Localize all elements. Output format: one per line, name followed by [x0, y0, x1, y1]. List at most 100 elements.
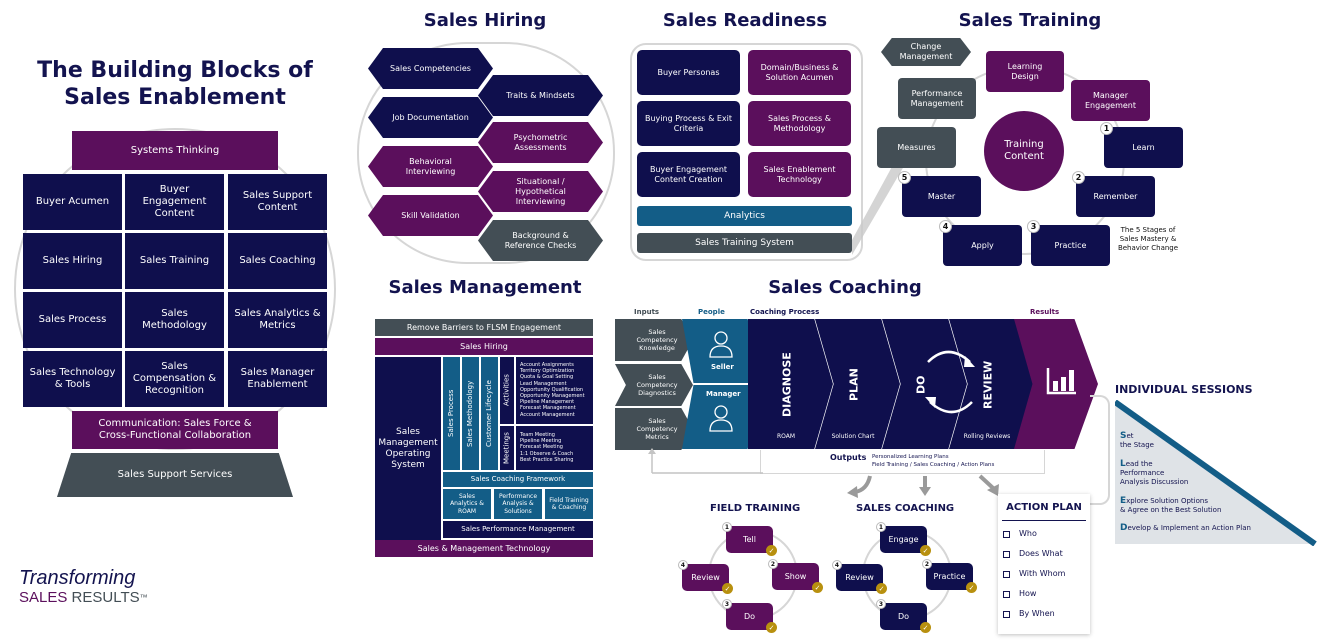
hiring-hex: Traits & Mindsets [478, 75, 603, 116]
mgmt-sub-cell: Field Training & Coaching [545, 489, 593, 519]
checkbox-icon[interactable] [1003, 611, 1010, 618]
action-plan-item: How [1019, 589, 1037, 598]
cycle-step-number: 2 [922, 559, 932, 569]
meetings-list: Team Meeting Pipeline Meeting Forecast M… [516, 426, 593, 470]
action-plan-divider [1002, 520, 1086, 521]
session-step-text: evelop & Implement an Action Plan [1127, 524, 1251, 532]
hiring-hex: Skill Validation [368, 195, 493, 236]
training-stage: Learn [1104, 127, 1183, 168]
readiness-cell: Buying Process & Exit Criteria [637, 101, 740, 146]
building-block-cell: Sales Technology & Tools [23, 351, 122, 407]
hiring-hex: Job Documentation [368, 97, 493, 138]
training-stage: Remember [1076, 176, 1155, 217]
coaching-person-label: Seller [711, 363, 734, 371]
seller-icon [709, 331, 733, 358]
building-blocks-title: The Building Blocks of Sales Enablement [37, 58, 313, 110]
change-management-block: Change Management [881, 38, 971, 66]
measures-block: Measures [877, 127, 956, 168]
operating-system-block: Sales Management Operating System [375, 357, 441, 540]
session-step: Develop & Implement an Action Plan [1120, 524, 1251, 533]
coaching-framework-bar: Sales Coaching Framework [443, 472, 593, 487]
session-step-letter: E [1120, 496, 1127, 506]
systems-thinking-block: Systems Thinking [72, 131, 278, 170]
cycle-step-number: 2 [768, 559, 778, 569]
sessions-bracket [1090, 395, 1110, 505]
manager-engagement-block: Manager Engagement [1071, 80, 1150, 121]
check-icon: ✓ [920, 545, 931, 556]
check-icon: ✓ [920, 622, 931, 633]
readiness-cell: Sales Process & Methodology [748, 101, 851, 146]
outputs-label: Outputs [830, 453, 867, 462]
people-header: People [698, 308, 725, 316]
session-step: Explore Solution Options & Agree on the … [1120, 497, 1221, 515]
mgmt-column: Customer Lifecycle [481, 357, 498, 470]
sales-management-title: Sales Management [388, 277, 582, 298]
logo-sales: SALES [19, 589, 68, 606]
coaching-step-label: REVIEW [981, 360, 995, 410]
cycle-step: Show [772, 563, 819, 590]
session-step-letter: S [1120, 431, 1127, 441]
checkbox-icon[interactable] [1003, 571, 1010, 578]
coaching-step-sub: Rolling Reviews [963, 433, 1011, 440]
logo-results: RESULTS [71, 589, 140, 606]
cycle-step-number: 3 [722, 599, 732, 609]
readiness-cell: Buyer Engagement Content Creation [637, 152, 740, 197]
sales-coaching-title: Sales Coaching [768, 277, 922, 298]
logo-line1: Transforming [19, 567, 136, 589]
training-stage: Apply [943, 225, 1022, 266]
check-icon: ✓ [766, 622, 777, 633]
session-step-letter: D [1120, 523, 1128, 533]
building-block-cell: Sales Analytics & Metrics [228, 292, 327, 348]
field-training-title: FIELD TRAINING [710, 503, 801, 514]
remove-barriers-bar: Remove Barriers to FLSM Engagement [375, 319, 593, 336]
stage-number-badge: 2 [1072, 171, 1085, 184]
activities-list: Account Assignments Territory Optimizati… [516, 357, 593, 424]
cycle-step: Practice [926, 563, 973, 590]
building-block-cell: Sales Coaching [228, 233, 327, 289]
bar-chart-icon [1046, 368, 1076, 395]
coaching-step-sub: ROAM [776, 433, 796, 440]
analytics-bar: Analytics [637, 206, 852, 226]
action-plan-card [998, 494, 1090, 634]
readiness-cell: Domain/Business & Solution Acumen [748, 50, 851, 95]
cycle-step: Tell [726, 526, 773, 553]
inputs-header: Inputs [634, 308, 660, 316]
cycle-step-number: 4 [832, 560, 842, 570]
building-block-cell: Buyer Acumen [23, 174, 122, 230]
technology-bar: Sales & Management Technology [375, 540, 593, 557]
sales-hiring-outline [357, 42, 615, 264]
checkbox-icon[interactable] [1003, 591, 1010, 598]
sessions-diagonal [1115, 400, 1317, 546]
building-blocks-circle [14, 128, 336, 450]
session-step-letter: L [1120, 459, 1126, 469]
coaching-input: Sales Competency Knowledge [615, 319, 693, 361]
action-plan-item: Who [1019, 529, 1037, 538]
building-block-cell: Sales Compensation & Recognition [125, 351, 224, 407]
building-block-cell: Sales Support Content [228, 174, 327, 230]
cycle-step-number: 1 [876, 522, 886, 532]
mgmt-column: Sales Methodology [462, 357, 479, 470]
check-icon: ✓ [812, 582, 823, 593]
coaching-input: Sales Competency Diagnostics [615, 364, 693, 406]
stage-number-badge: 5 [898, 171, 911, 184]
action-plan-item: With Whom [1019, 569, 1066, 578]
hiring-hex: Background & Reference Checks [478, 220, 603, 261]
coaching-step-label: DIAGNOSE [780, 352, 794, 418]
readiness-cell: Sales Enablement Technology [748, 152, 851, 197]
cycle-step: Engage [880, 526, 927, 553]
logo: Transforming SALES RESULTS™ [19, 567, 148, 606]
action-plan-item: Does What [1019, 549, 1063, 558]
building-block-cell: Sales Process [23, 292, 122, 348]
training-stages-note: The 5 Stages of Sales Mastery & Behavior… [1117, 225, 1179, 252]
stage-number-badge: 3 [1027, 220, 1040, 233]
checkbox-icon[interactable] [1003, 551, 1010, 558]
mgmt-sub-cell: Sales Analytics & ROAM [443, 489, 491, 519]
hiring-hex: Psychometric Assessments [478, 122, 603, 163]
session-step-text: et the Stage [1120, 432, 1154, 449]
coaching-step-chevron [748, 319, 833, 449]
do-review-cycle-arrows [925, 350, 975, 414]
activities-label: Activities [500, 357, 514, 424]
coaching-person-label: Manager [706, 390, 741, 398]
checkbox-icon[interactable] [1003, 531, 1010, 538]
coaching-input: Sales Competency Metrics [615, 408, 693, 450]
